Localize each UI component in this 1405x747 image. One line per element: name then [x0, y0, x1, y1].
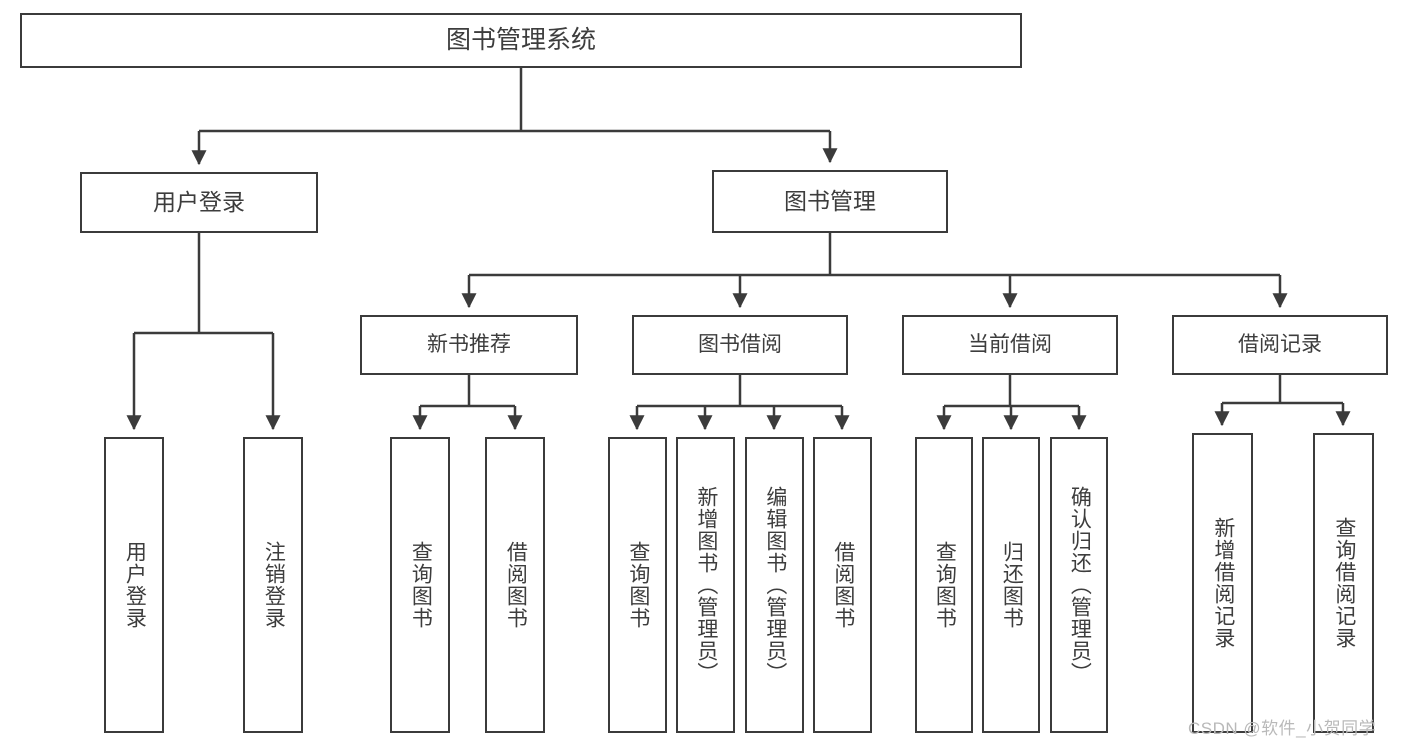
node-current-borrow[interactable]: 当前借阅 [902, 315, 1118, 375]
leaf-logout[interactable]: 注销登录 [243, 437, 303, 733]
node-current-borrow-label: 当前借阅 [968, 332, 1052, 356]
leaf-add-book-admin[interactable]: 新增图书（管理员） [676, 437, 735, 733]
leaf-query-book-recommend[interactable]: 查询图书 [390, 437, 450, 733]
node-user-login[interactable]: 用户登录 [80, 172, 318, 233]
leaf-return-book[interactable]: 归还图书 [982, 437, 1040, 733]
leaf-confirm-return-admin-label: 确认归还（管理员） [1068, 486, 1092, 684]
leaf-borrow-book-recommend-label: 借阅图书 [504, 541, 528, 629]
node-new-book-recommend[interactable]: 新书推荐 [360, 315, 578, 375]
leaf-add-borrow-record-label: 新增借阅记录 [1211, 517, 1235, 649]
leaf-query-book-current-label: 查询图书 [933, 541, 957, 629]
node-new-book-recommend-label: 新书推荐 [427, 332, 511, 356]
leaf-edit-book-admin[interactable]: 编辑图书（管理员） [745, 437, 804, 733]
node-book-management[interactable]: 图书管理 [712, 170, 948, 233]
leaf-logout-label: 注销登录 [262, 541, 286, 629]
node-book-management-label: 图书管理 [784, 187, 876, 214]
node-root-label: 图书管理系统 [445, 25, 596, 54]
leaf-query-book-recommend-label: 查询图书 [409, 541, 433, 629]
csdn-watermark: CSDN @软件_小贺同学 [1188, 719, 1377, 738]
leaf-user-login[interactable]: 用户登录 [104, 437, 164, 733]
leaf-add-borrow-record[interactable]: 新增借阅记录 [1192, 433, 1253, 733]
leaf-query-book-label: 查询图书 [626, 541, 650, 629]
leaf-query-book[interactable]: 查询图书 [608, 437, 667, 733]
node-root[interactable]: 图书管理系统 [20, 13, 1022, 68]
leaf-query-borrow-record-label: 查询借阅记录 [1332, 517, 1356, 649]
leaf-return-book-label: 归还图书 [1000, 541, 1024, 629]
node-borrow-record-label: 借阅记录 [1238, 332, 1322, 356]
leaf-confirm-return-admin[interactable]: 确认归还（管理员） [1050, 437, 1108, 733]
leaf-add-book-admin-label: 新增图书（管理员） [694, 486, 718, 684]
node-user-login-label: 用户登录 [153, 188, 245, 215]
node-book-borrow-label: 图书借阅 [698, 332, 782, 356]
leaf-query-borrow-record[interactable]: 查询借阅记录 [1313, 433, 1374, 733]
leaf-user-login-label: 用户登录 [123, 541, 147, 629]
node-book-borrow[interactable]: 图书借阅 [632, 315, 848, 375]
leaf-borrow-book-recommend[interactable]: 借阅图书 [485, 437, 545, 733]
leaf-edit-book-admin-label: 编辑图书（管理员） [763, 486, 787, 684]
leaf-query-book-current[interactable]: 查询图书 [915, 437, 973, 733]
node-borrow-record[interactable]: 借阅记录 [1172, 315, 1388, 375]
leaf-borrow-book-label: 借阅图书 [831, 541, 855, 629]
leaf-borrow-book[interactable]: 借阅图书 [813, 437, 872, 733]
